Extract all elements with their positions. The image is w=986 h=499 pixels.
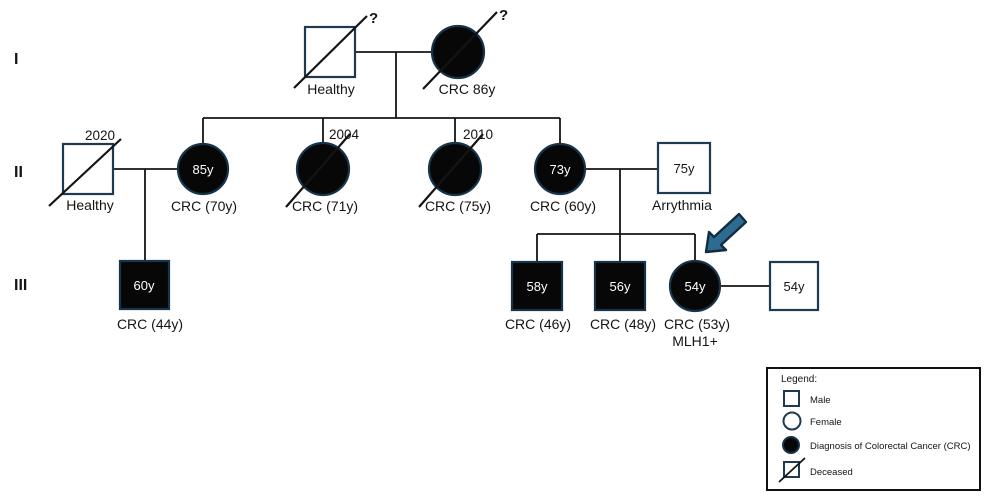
person-ii3: 2004 CRC (71y) bbox=[285, 127, 360, 214]
deceased-slash bbox=[48, 138, 122, 207]
person-label: CRC (53y) bbox=[664, 316, 730, 332]
legend-box bbox=[766, 367, 981, 491]
male-symbol bbox=[656, 141, 712, 195]
person-label: CRC (44y) bbox=[117, 316, 183, 332]
legend-male-square-icon bbox=[783, 390, 800, 407]
death-note: 2020 bbox=[85, 128, 115, 143]
legend-item-label: Deceased bbox=[810, 467, 853, 478]
death-note: 2010 bbox=[463, 127, 493, 142]
current-age: 54y bbox=[784, 279, 805, 294]
person-i1: ? Healthy bbox=[293, 10, 378, 97]
deceased-slash bbox=[285, 133, 351, 208]
male-affected-symbol bbox=[118, 259, 171, 311]
death-note: ? bbox=[499, 7, 508, 24]
person-label: Healthy bbox=[307, 81, 354, 97]
legend-female-circle-icon bbox=[782, 411, 802, 431]
connector-lines bbox=[113, 51, 770, 287]
female-affected-symbol bbox=[668, 259, 722, 313]
person-ii5: 73y CRC (60y) bbox=[530, 142, 596, 214]
legend-title: Legend: bbox=[781, 374, 817, 385]
current-age: 54y bbox=[685, 279, 706, 294]
legend-affected-circle-icon bbox=[782, 436, 800, 454]
male-affected-symbol bbox=[593, 260, 647, 312]
male-symbol bbox=[768, 260, 820, 312]
person-iii3: 56y CRC (48y) bbox=[590, 260, 656, 332]
person-i2: ? CRC 86y bbox=[422, 7, 508, 97]
person-ii6: 75y Arrythmia bbox=[652, 141, 712, 213]
person-ii1: 2020 Healthy bbox=[48, 128, 122, 213]
person-label: CRC (75y) bbox=[425, 198, 491, 214]
person-label: CRC 86y bbox=[439, 81, 496, 97]
female-affected-symbol bbox=[295, 141, 351, 197]
person-iii4-proband: 54y CRC (53y) MLH1+ bbox=[664, 212, 748, 349]
male-affected-symbol bbox=[510, 260, 564, 312]
legend-item-label: Female bbox=[810, 417, 842, 428]
legend-item-label: Diagnosis of Colorectal Cancer (CRC) bbox=[810, 441, 971, 452]
female-affected-symbol bbox=[176, 142, 230, 196]
current-age: 73y bbox=[550, 162, 571, 177]
person-ii4: 2010 CRC (75y) bbox=[418, 127, 493, 214]
legend: Legend: Male Female Diagnosis of Colorec… bbox=[766, 367, 981, 491]
person-label: CRC (70y) bbox=[171, 198, 237, 214]
person-label-line2: MLH1+ bbox=[672, 333, 718, 349]
person-iii1: 60y CRC (44y) bbox=[117, 259, 183, 332]
generation-label-3: III bbox=[14, 277, 27, 294]
person-label: CRC (71y) bbox=[292, 198, 358, 214]
generation-label-2: II bbox=[14, 164, 23, 181]
legend-item-label: Male bbox=[810, 395, 831, 406]
person-label: CRC (60y) bbox=[530, 198, 596, 214]
deceased-slash bbox=[422, 11, 498, 90]
generation-label-1: I bbox=[14, 51, 18, 68]
current-age: 85y bbox=[193, 162, 214, 177]
proband-arrow-icon bbox=[704, 212, 748, 254]
person-label: Arrythmia bbox=[652, 197, 712, 213]
legend-deceased-slash-icon bbox=[778, 457, 806, 483]
person-iii5: 54y bbox=[768, 260, 820, 312]
current-age: 56y bbox=[610, 279, 631, 294]
current-age: 60y bbox=[134, 278, 155, 293]
person-iii2: 58y CRC (46y) bbox=[505, 260, 571, 332]
deceased-slash bbox=[293, 15, 368, 89]
death-note: ? bbox=[369, 10, 378, 27]
death-note: 2004 bbox=[329, 127, 360, 142]
current-age: 58y bbox=[527, 279, 548, 294]
person-label: Healthy bbox=[66, 197, 113, 213]
person-label: CRC (46y) bbox=[505, 316, 571, 332]
deceased-slash bbox=[418, 133, 484, 208]
current-age: 75y bbox=[674, 161, 695, 176]
person-ii2: 85y CRC (70y) bbox=[171, 142, 237, 214]
female-affected-symbol bbox=[533, 142, 587, 196]
person-label: CRC (48y) bbox=[590, 316, 656, 332]
